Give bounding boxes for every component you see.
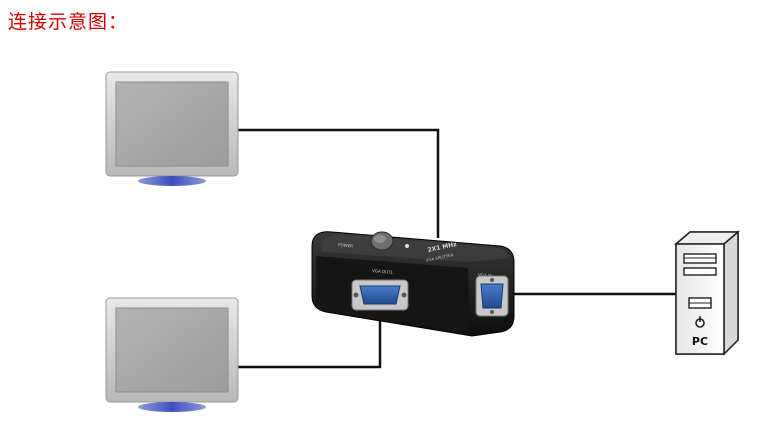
power-led	[405, 244, 409, 248]
vga-in-label: VGA IN	[478, 272, 492, 278]
drive-bay-2	[683, 267, 717, 276]
vga-splitter: POWER 2X1 MHz VGA SPLITTER VGA OUT1 VGA …	[311, 231, 515, 337]
vga-in-port	[475, 275, 509, 317]
cable-monitor-1	[236, 128, 440, 238]
power-label: POWER	[338, 242, 353, 249]
vga-out-label: VGA OUT1	[372, 268, 394, 275]
product-sublabel: VGA SPLITTER	[425, 252, 454, 263]
pc-tower: PC	[673, 230, 741, 356]
cables	[236, 128, 676, 369]
cable-monitor-2	[236, 308, 382, 369]
pc-label: PC	[692, 335, 708, 348]
monitor-2-base	[138, 402, 206, 412]
monitor-1-base	[138, 176, 206, 186]
vga-out-port	[351, 279, 409, 311]
monitor-2	[105, 297, 239, 412]
diagram-title: 连接示意图：	[8, 11, 129, 33]
monitor-1	[105, 71, 239, 186]
